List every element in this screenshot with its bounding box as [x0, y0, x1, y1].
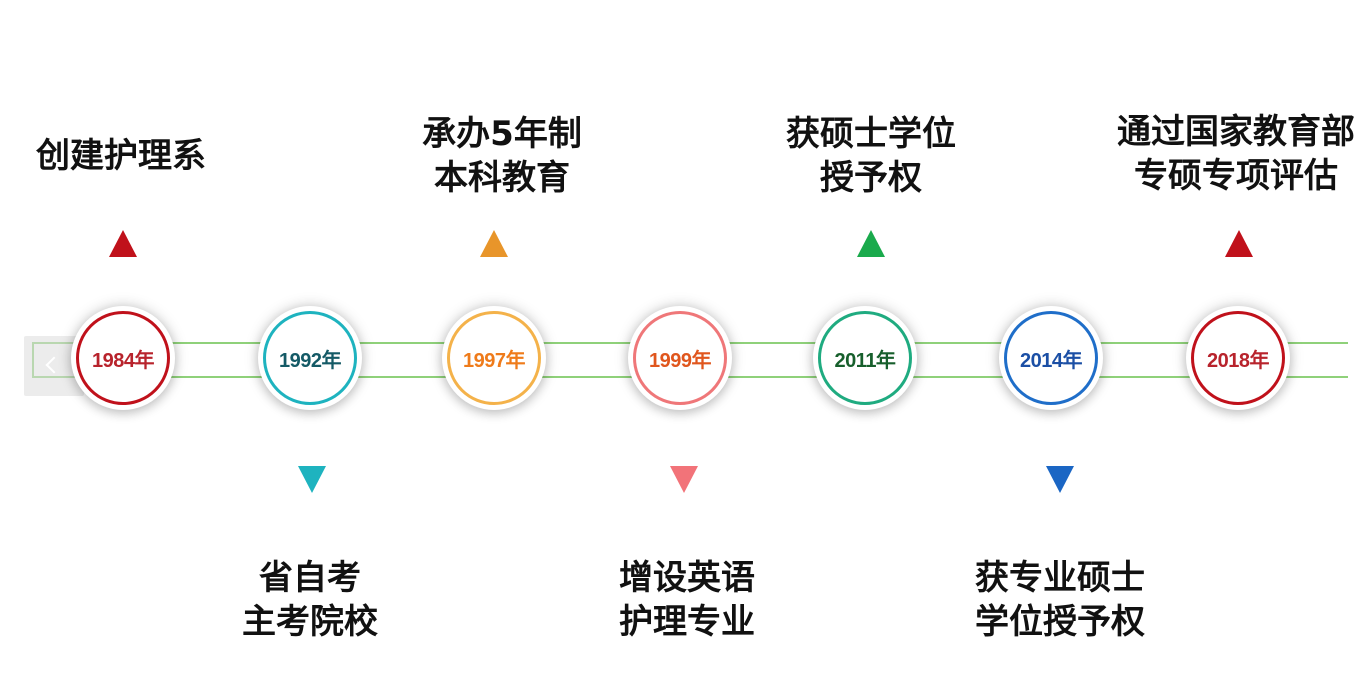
caption-line: 增设英语 — [619, 558, 755, 598]
triangle-down-icon — [1046, 466, 1074, 493]
year-node-1984[interactable]: 1984年 — [71, 306, 175, 410]
caption-line: 学位授予权 — [975, 602, 1145, 642]
caption-line: 承办5年制 — [422, 114, 582, 154]
year-label: 1997年 — [463, 349, 526, 372]
year-ring: 2018年 — [1191, 311, 1285, 405]
milestone-caption-1992: 省自考 主考院校 — [180, 556, 440, 644]
year-node-1997[interactable]: 1997年 — [442, 306, 546, 410]
milestone-caption-2014: 获专业硕士 学位授予权 — [930, 556, 1190, 644]
milestone-caption-1997: 承办5年制 本科教育 — [372, 112, 632, 200]
milestone-caption-2018: 通过国家教育部 专硕专项评估 — [1106, 110, 1366, 198]
caption-line: 护理专业 — [619, 602, 755, 642]
year-ring: 1984年 — [76, 311, 170, 405]
year-label: 2014年 — [1020, 349, 1083, 372]
caption-line: 获专业硕士 — [975, 558, 1145, 598]
year-label: 2018年 — [1207, 349, 1270, 372]
caption-line: 通过国家教育部 — [1117, 112, 1355, 152]
caption-line: 本科教育 — [434, 158, 570, 198]
triangle-down-icon — [298, 466, 326, 493]
caption-line: 专硕专项评估 — [1134, 156, 1338, 196]
milestone-caption-1984: 创建护理系 — [0, 134, 251, 178]
triangle-up-icon — [857, 230, 885, 257]
year-node-2014[interactable]: 2014年 — [999, 306, 1103, 410]
year-label: 1992年 — [279, 349, 342, 372]
caption-line: 创建护理系 — [36, 136, 206, 176]
caption-line: 主考院校 — [242, 602, 378, 642]
year-ring: 2011年 — [818, 311, 912, 405]
caption-line: 省自考 — [259, 558, 361, 598]
year-label: 1984年 — [92, 349, 155, 372]
year-label: 1999年 — [649, 349, 712, 372]
year-ring: 1999年 — [633, 311, 727, 405]
year-ring: 1997年 — [447, 311, 541, 405]
milestone-caption-2011: 获硕士学位 授予权 — [741, 112, 1001, 200]
triangle-up-icon — [109, 230, 137, 257]
year-label: 2011年 — [834, 349, 896, 372]
milestone-caption-1999: 增设英语 护理专业 — [557, 556, 817, 644]
triangle-up-icon — [480, 230, 508, 257]
year-ring: 1992年 — [263, 311, 357, 405]
chevron-left-icon — [45, 356, 63, 374]
year-node-2018[interactable]: 2018年 — [1186, 306, 1290, 410]
caption-line: 获硕士学位 — [786, 114, 956, 154]
year-ring: 2014年 — [1004, 311, 1098, 405]
year-node-1992[interactable]: 1992年 — [258, 306, 362, 410]
year-node-1999[interactable]: 1999年 — [628, 306, 732, 410]
year-node-2011[interactable]: 2011年 — [813, 306, 917, 410]
triangle-up-icon — [1225, 230, 1253, 257]
triangle-down-icon — [670, 466, 698, 493]
caption-line: 授予权 — [820, 158, 922, 198]
